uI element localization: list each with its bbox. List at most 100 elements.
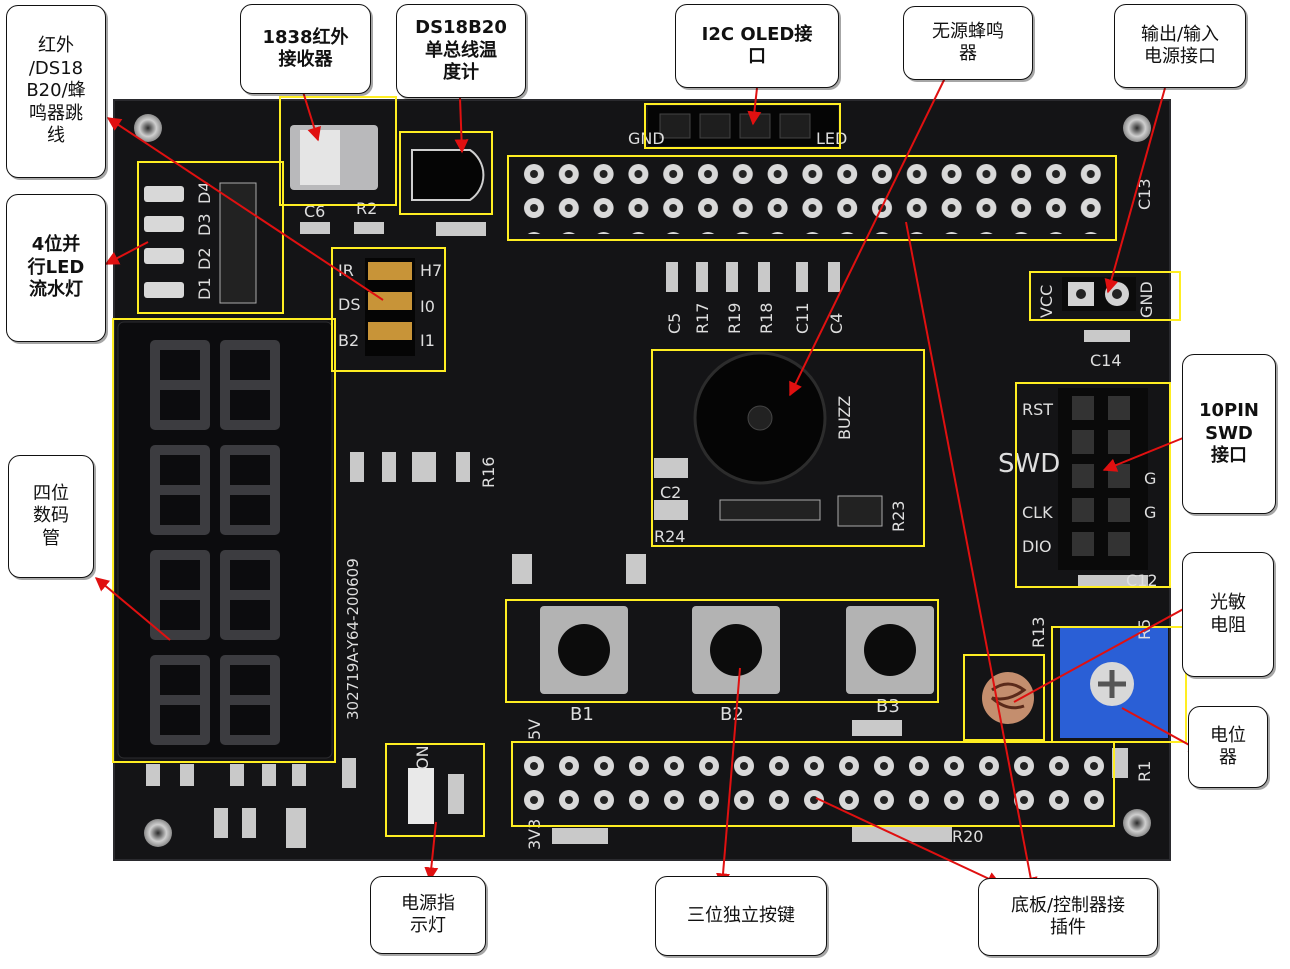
arrow-jumper — [106, 117, 384, 301]
silk-gnd: GND — [628, 129, 665, 148]
silk-c2: C2 — [660, 483, 681, 502]
arrow-power-led — [424, 821, 439, 882]
jumper-block — [365, 258, 415, 356]
highlight-buzzer — [651, 349, 925, 547]
arrow-segment — [94, 577, 171, 641]
smd-components — [146, 222, 1148, 848]
silk-ds: DS — [338, 295, 360, 314]
silk-c14: C14 — [1090, 351, 1122, 370]
ds18b20-sensor — [411, 149, 485, 201]
arrow-buzzer — [789, 77, 946, 397]
callout-ir-receiver: 1838红外 接收器 — [240, 4, 371, 94]
highlight-power-terminal — [1029, 271, 1181, 321]
arrow-power-terminal — [1104, 87, 1166, 294]
silk-b2: B2 — [338, 331, 359, 350]
silk-d4: D4 — [195, 182, 214, 205]
callout-swd-10pin: 10PIN SWD 接口 — [1182, 354, 1276, 514]
highlight-segment — [112, 318, 336, 763]
callout-power-io: 输出/输入 电源接口 — [1114, 4, 1246, 88]
callout-photoresistor: 光敏 电阻 — [1182, 552, 1274, 677]
potentiometer — [1060, 628, 1168, 738]
swd-header — [1058, 388, 1148, 570]
mounting-holes — [134, 114, 1151, 847]
power-terminal — [1062, 277, 1136, 311]
silk-r18: R18 — [757, 303, 776, 334]
highlight-potentiometer — [1051, 626, 1187, 743]
arrow-base-top — [905, 221, 1038, 892]
seven-segment-display — [117, 321, 333, 759]
silk-gnd-right: GND — [1137, 281, 1156, 318]
power-led — [408, 768, 464, 824]
silk-b3-key: B3 — [876, 696, 900, 717]
silk-c12: C12 — [1126, 571, 1158, 590]
highlight-ds18b20 — [399, 131, 493, 215]
silk-clk: CLK — [1022, 503, 1053, 522]
arrow-oled — [747, 87, 762, 126]
silk-d3: D3 — [195, 214, 214, 237]
arrow-leds — [104, 241, 149, 265]
highlight-ir-receiver — [279, 96, 397, 206]
arrow-ds18b20 — [454, 97, 469, 154]
silk-c5: C5 — [665, 313, 684, 334]
silk-c6: C6 — [304, 202, 325, 221]
highlight-oled — [644, 103, 841, 149]
silk-r13: R13 — [1029, 617, 1048, 648]
silk-r16: R16 — [479, 457, 498, 488]
top-pin-header — [512, 158, 1112, 234]
highlight-keys — [505, 599, 939, 703]
silk-r17: R17 — [693, 303, 712, 334]
callout-ds18b20: DS18B20 单总线温 度计 — [396, 4, 526, 98]
oled-header — [648, 106, 838, 146]
callout-power-led: 电源指 示灯 — [370, 876, 486, 954]
tactile-buttons — [540, 606, 934, 694]
highlight-swd — [1015, 382, 1171, 588]
silk-r1: R1 — [1135, 761, 1154, 782]
arrow-base-bottom — [815, 797, 1002, 886]
callout-i2c-oled: I2C OLED接 口 — [675, 4, 839, 88]
ir-receiver — [290, 125, 378, 190]
silk-i1: I1 — [420, 331, 435, 350]
silk-model: 302719A-Y64-200609 — [344, 558, 362, 720]
silk-g2: G — [1144, 503, 1156, 522]
silk-r24: R24 — [654, 527, 685, 546]
silk-r20: R20 — [952, 827, 983, 846]
silk-b2-key: B2 — [720, 704, 744, 725]
silk-vcc: VCC — [1037, 285, 1056, 318]
callout-ir-ds18b20-buzzer-jumper: 红外 /DS18 B20/蜂 鸣器跳 线 — [6, 5, 106, 178]
silk-buzz: BUZZ — [835, 396, 854, 440]
silk-dio: DIO — [1022, 537, 1052, 556]
highlight-jumpers — [331, 247, 446, 372]
silk-r2: R2 — [356, 199, 377, 218]
highlight-boxes — [112, 96, 1187, 837]
arrow-photoresistor — [1013, 600, 1200, 703]
silk-c4: C4 — [827, 313, 846, 334]
photoresistor — [982, 672, 1034, 724]
callout-led-4bit: 4位并 行LED 流水灯 — [6, 194, 106, 342]
silk-g1: G — [1144, 469, 1156, 488]
silk-c13: C13 — [1135, 178, 1154, 210]
silk-d2: D2 — [195, 248, 214, 271]
silk-5v: 5V — [525, 719, 544, 740]
silk-3v3: 3V3 — [525, 819, 544, 850]
callout-potentiometer: 电位 器 — [1188, 706, 1268, 788]
silk-rst: RST — [1022, 400, 1053, 419]
arrow-swd — [1102, 435, 1189, 472]
callout-base-connector: 底板/控制器接 插件 — [978, 878, 1158, 956]
bottom-pin-header — [514, 748, 1110, 824]
silk-i0: I0 — [420, 297, 435, 316]
annotation-arrows — [94, 77, 1204, 892]
silk-h7: H7 — [420, 261, 442, 280]
silk-swd: SWD — [998, 449, 1060, 479]
highlight-bottom-header — [511, 741, 1115, 827]
passive-buzzer — [693, 351, 827, 485]
callout-passive-buzzer: 无源蜂鸣 器 — [903, 6, 1033, 80]
silk-r19: R19 — [725, 303, 744, 334]
highlight-leds — [137, 161, 284, 314]
arrow-keys — [716, 667, 741, 888]
silk-led: LED — [816, 129, 847, 148]
highlight-top-header — [507, 155, 1117, 241]
callout-seven-segment: 四位 数码 管 — [8, 455, 94, 578]
silk-on: ON — [413, 745, 432, 770]
silk-c11: C11 — [793, 302, 812, 334]
